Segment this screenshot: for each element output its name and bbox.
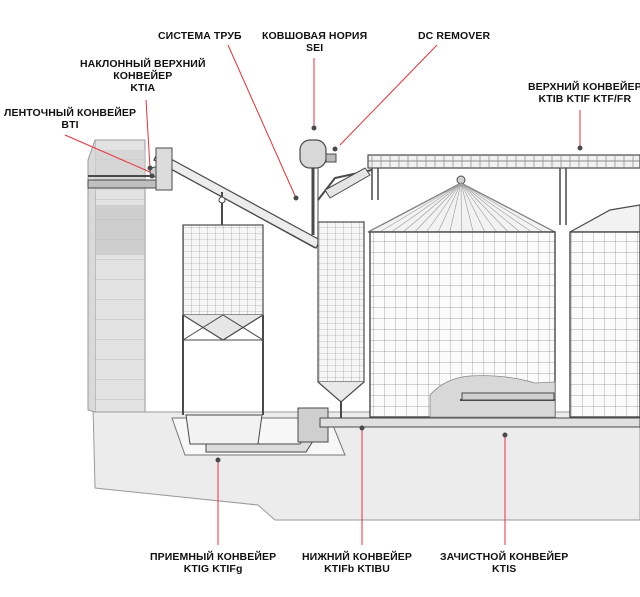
roof-rib: [414, 182, 462, 233]
leader-lines: [64, 44, 581, 545]
roof-rib: [460, 182, 532, 233]
label-belt-conveyor-line2: BTI: [61, 119, 79, 131]
lower-conveyor-ktifb: [319, 417, 640, 428]
sweep-conveyor-ktis: [461, 392, 555, 401]
label-upper-conveyor-line1: ВЕРХНИЙ КОНВЕЙЕР: [528, 81, 640, 93]
roof-rib: [367, 182, 462, 233]
leader-dots: [147, 125, 583, 463]
label-upper-conveyor: ВЕРХНИЙ КОНВЕЙЕР KTIB KTIF KTF/FR: [528, 81, 640, 105]
label-lower-conveyor: НИЖНИЙ КОНВЕЙЕР KTIFb KTIBU: [302, 551, 412, 575]
label-inclined-conveyor-line3: KTIA: [130, 82, 156, 94]
label-inclined-conveyor-line2: КОНВЕЙЕР: [113, 70, 173, 82]
label-sweep-conveyor-line2: KTIS: [492, 563, 517, 575]
inclined-conveyor-ktia: [153, 147, 321, 249]
label-dc-remover: DC REMOVER: [418, 30, 490, 42]
roof-rib: [449, 182, 462, 233]
roof-rib: [460, 182, 521, 233]
roof-rib: [460, 182, 497, 233]
label-inclined-conveyor: НАКЛОННЫЙ ВЕРХНИЙ КОНВЕЙЕР KTIA: [80, 58, 206, 94]
roof-rib: [460, 182, 486, 233]
roof-rib: [437, 182, 462, 233]
roof-rib: [379, 182, 462, 233]
roof-rib: [391, 182, 462, 233]
label-lower-conveyor-line1: НИЖНИЙ КОНВЕЙЕР: [302, 551, 413, 563]
roof-rib: [460, 182, 462, 233]
roof-rib: [460, 182, 509, 233]
roof-rib: [460, 182, 544, 233]
buffer-bin: [317, 221, 365, 418]
label-upper-conveyor-line2: KTIB KTIF KTF/FR: [538, 93, 632, 105]
roof-rib: [402, 182, 462, 233]
label-receiving-conveyor-line1: ПРИЕМНЫЙ КОНВЕЙЕР: [150, 551, 277, 563]
feeder-silo: [182, 224, 264, 445]
dc-remover-pipe: [324, 167, 371, 199]
upper-conveyor-gallery: [367, 154, 640, 225]
roof-rib: [460, 182, 556, 233]
label-lower-conveyor-line2: KTIFb KTIBU: [324, 563, 390, 575]
label-receiving-conveyor: ПРИЕМНЫЙ КОНВЕЙЕР KTIG KTIFg: [150, 551, 276, 575]
label-sweep-conveyor-line1: ЗАЧИСТНОЙ КОНВЕЙЕР: [440, 551, 569, 563]
roof-rib: [460, 182, 474, 233]
label-bucket-elevator-line2: SEI: [306, 42, 324, 54]
right-silo: [569, 204, 640, 418]
label-inclined-conveyor-line1: НАКЛОННЫЙ ВЕРХНИЙ: [80, 58, 206, 70]
label-belt-conveyor: ЛЕНТОЧНЫЙ КОНВЕЙЕР BTI: [4, 107, 136, 131]
label-bucket-elevator-line1: КОВШОВАЯ НОРИЯ: [262, 30, 368, 42]
label-pipe-system-line1: СИСТЕМА ТРУБ: [158, 30, 242, 42]
roof-rib: [426, 182, 462, 233]
main-silo: [367, 182, 556, 418]
label-pipe-system: СИСТЕМА ТРУБ: [158, 30, 242, 42]
label-belt-conveyor-line1: ЛЕНТОЧНЫЙ КОНВЕЙЕР: [4, 107, 137, 119]
label-sweep-conveyor: ЗАЧИСТНОЙ КОНВЕЙЕР KTIS: [440, 551, 568, 575]
label-dc-remover-line1: DC REMOVER: [418, 30, 491, 42]
label-bucket-elevator: КОВШОВАЯ НОРИЯ SEI: [262, 30, 367, 54]
label-receiving-conveyor-line2: KTIG KTIFg: [183, 563, 243, 575]
